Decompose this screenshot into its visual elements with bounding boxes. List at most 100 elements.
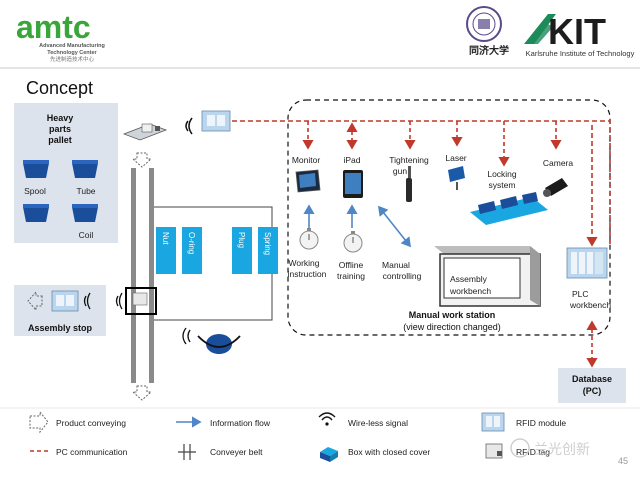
laser-icon <box>448 166 465 190</box>
legend-box-closed-cover: Box with closed cover <box>320 447 430 462</box>
amtc-subtitle-cn: 先进制造技术中心 <box>50 55 95 63</box>
part-box-spring: Spring <box>258 227 278 274</box>
kit-name: Karlsruhe Institute of Technology <box>526 49 635 58</box>
part-box-o-ring: O-ring <box>182 227 202 274</box>
assembly-stop: Assembly stop <box>14 285 157 336</box>
svg-text:Heavy: Heavy <box>47 113 74 123</box>
camera-label: Camera <box>543 158 574 168</box>
offline-training-label-1: Offline <box>339 260 364 270</box>
manual-work-station-frame <box>287 99 611 336</box>
svg-text:Nut: Nut <box>161 232 170 245</box>
monitor-icon <box>295 169 321 193</box>
product-conveying-arrow-bottom <box>131 385 153 401</box>
svg-text:RFID module: RFID module <box>516 418 566 428</box>
locking-label-2: system <box>489 180 516 190</box>
legend: Product conveying Information flow Wire-… <box>29 410 566 462</box>
wireless-icon <box>185 117 193 135</box>
product-carrier <box>122 123 168 141</box>
svg-text:兰光创新: 兰光创新 <box>534 441 590 457</box>
svg-text:Box with closed cover: Box with closed cover <box>348 447 430 457</box>
amtc-subtitle-1: Advanced Manufacturing <box>39 43 105 49</box>
legend-rfid-tag: RFID tag <box>485 443 550 459</box>
svg-text:Plug: Plug <box>237 232 246 248</box>
svg-text:PC communication: PC communication <box>56 447 128 457</box>
product-conveying-arrow-top <box>131 152 153 168</box>
database-label-1: Database <box>572 374 612 384</box>
pallet-item-tube: Tube <box>76 186 95 196</box>
pallet-item-spool: Spool <box>24 186 46 196</box>
legend-information-flow: Information flow <box>176 416 271 428</box>
heavy-parts-pallet: Heavy parts pallet Spool Tube Coil <box>14 103 118 243</box>
stopwatch-icon <box>299 228 319 250</box>
tongji-logo: 同济大学 <box>466 6 509 57</box>
station-label-1: Manual work station <box>409 310 496 320</box>
svg-text:pallet: pallet <box>48 135 72 145</box>
ipad-icon <box>343 170 363 198</box>
stopwatch-icon <box>343 231 363 253</box>
plc-workbench-icon <box>566 247 608 279</box>
bin-icon <box>72 204 98 222</box>
pallet-item-coil: Coil <box>79 230 94 240</box>
manual-controlling-label-1: Manual <box>382 260 410 270</box>
product-conveying-arrow-left <box>27 290 43 312</box>
tightening-label-1: Tightening <box>389 155 429 165</box>
laser-label: Laser <box>445 153 466 163</box>
locking-system-icon <box>470 192 548 225</box>
working-instruction-label-2: instruction <box>288 269 327 279</box>
database-box: Database (PC) <box>558 368 626 403</box>
ipad-label: iPad <box>343 155 360 165</box>
tightening-label-2: gun <box>393 166 407 176</box>
workbench-label-1: Assembly <box>450 274 488 284</box>
legend-product-conveying: Product conveying <box>29 410 126 434</box>
tightening-gun-icon <box>406 166 412 202</box>
conveyor-belt <box>131 168 273 383</box>
svg-text:Spring: Spring <box>263 232 272 255</box>
svg-text:parts: parts <box>49 124 71 134</box>
database-label-2: (PC) <box>583 386 602 396</box>
manual-controlling-label-2: controlling <box>383 271 422 281</box>
rfid-module-icon <box>201 110 231 132</box>
workbench-label-2: workbench <box>449 286 491 296</box>
locking-label-1: Locking <box>487 169 517 179</box>
svg-text:O-ring: O-ring <box>187 232 196 254</box>
kit-logo-text: KIT <box>548 11 606 52</box>
station-label-2: (view direction changed) <box>403 322 501 332</box>
svg-text:Wire-less signal: Wire-less signal <box>348 418 408 428</box>
legend-pc-communication: PC communication <box>30 447 128 457</box>
legend-wireless-signal: Wire-less signal <box>318 412 408 428</box>
watermark: 兰光创新 <box>510 438 590 458</box>
worker-icon <box>182 327 241 354</box>
part-box-plug: Plug <box>232 227 252 274</box>
wireless-icon <box>83 292 91 310</box>
bin-icon <box>23 160 49 178</box>
info-flow-manual-controlling <box>378 205 411 248</box>
amtc-logo-text: amtc <box>16 9 91 45</box>
pc-communication-bus <box>232 120 611 245</box>
slide-title: Concept <box>26 78 93 98</box>
amtc-subtitle-2: Technology Center <box>47 50 97 56</box>
working-instruction-label-1: Working <box>288 258 319 268</box>
wireless-icon <box>115 292 123 310</box>
tongji-name: 同济大学 <box>469 44 509 57</box>
plc-label-2: workbench <box>569 300 611 310</box>
kit-logo: KIT Karlsruhe Institute of Technology <box>524 11 635 58</box>
page-number: 45 <box>618 456 628 466</box>
legend-rfid-module: RFID module <box>481 412 566 432</box>
offline-training-label-2: training <box>337 271 365 281</box>
bin-icon <box>23 204 49 222</box>
amtc-logo: amtc Advanced Manufacturing Technology C… <box>16 9 105 63</box>
svg-text:Information flow: Information flow <box>210 418 271 428</box>
monitor-label: Monitor <box>292 155 321 165</box>
legend-conveyer-belt: Conveyer belt <box>178 444 263 460</box>
camera-icon <box>543 178 568 197</box>
plc-label-1: PLC <box>572 289 589 299</box>
svg-text:RFID tag: RFID tag <box>516 447 550 457</box>
bin-icon <box>72 160 98 178</box>
part-box-nut: Nut <box>156 227 176 274</box>
svg-text:Conveyer belt: Conveyer belt <box>210 447 263 457</box>
assembly-workbench: Assembly workbench <box>434 246 541 307</box>
svg-text:Product conveying: Product conveying <box>56 418 126 428</box>
assembly-stop-label: Assembly stop <box>28 323 93 333</box>
